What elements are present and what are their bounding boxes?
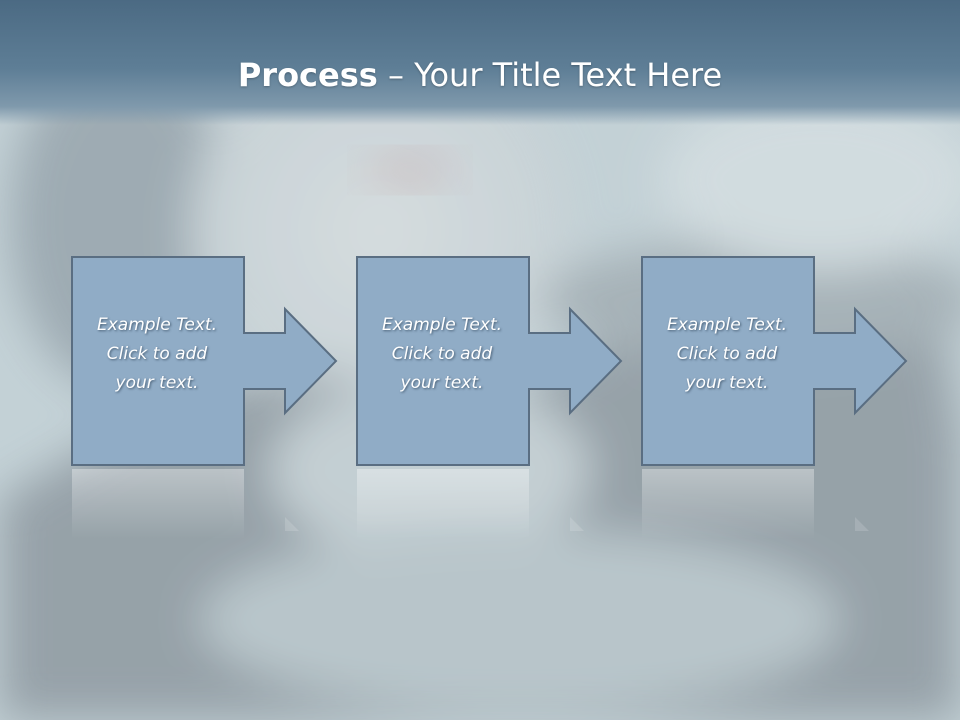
process-step-2[interactable]: Example Text. Click to add your text. [356, 255, 626, 545]
title-bar [0, 0, 960, 125]
process-step-shape [641, 256, 908, 539]
title-bold-text: Process [237, 56, 378, 94]
title-rest-text: – Your Title Text Here [377, 56, 723, 94]
process-step-text[interactable]: Example Text. Click to add your text. [666, 315, 788, 393]
process-step-shape [71, 256, 338, 539]
process-step-3[interactable]: Example Text. Click to add your text. [641, 255, 911, 545]
slide-title[interactable]: Process – Your Title Text Here [0, 50, 960, 100]
process-step-text[interactable]: Example Text. Click to add your text. [96, 315, 218, 393]
process-step-text[interactable]: Example Text. Click to add your text. [381, 315, 503, 393]
process-step-1[interactable]: Example Text. Click to add your text. [71, 255, 341, 545]
process-step-shape [356, 256, 623, 539]
